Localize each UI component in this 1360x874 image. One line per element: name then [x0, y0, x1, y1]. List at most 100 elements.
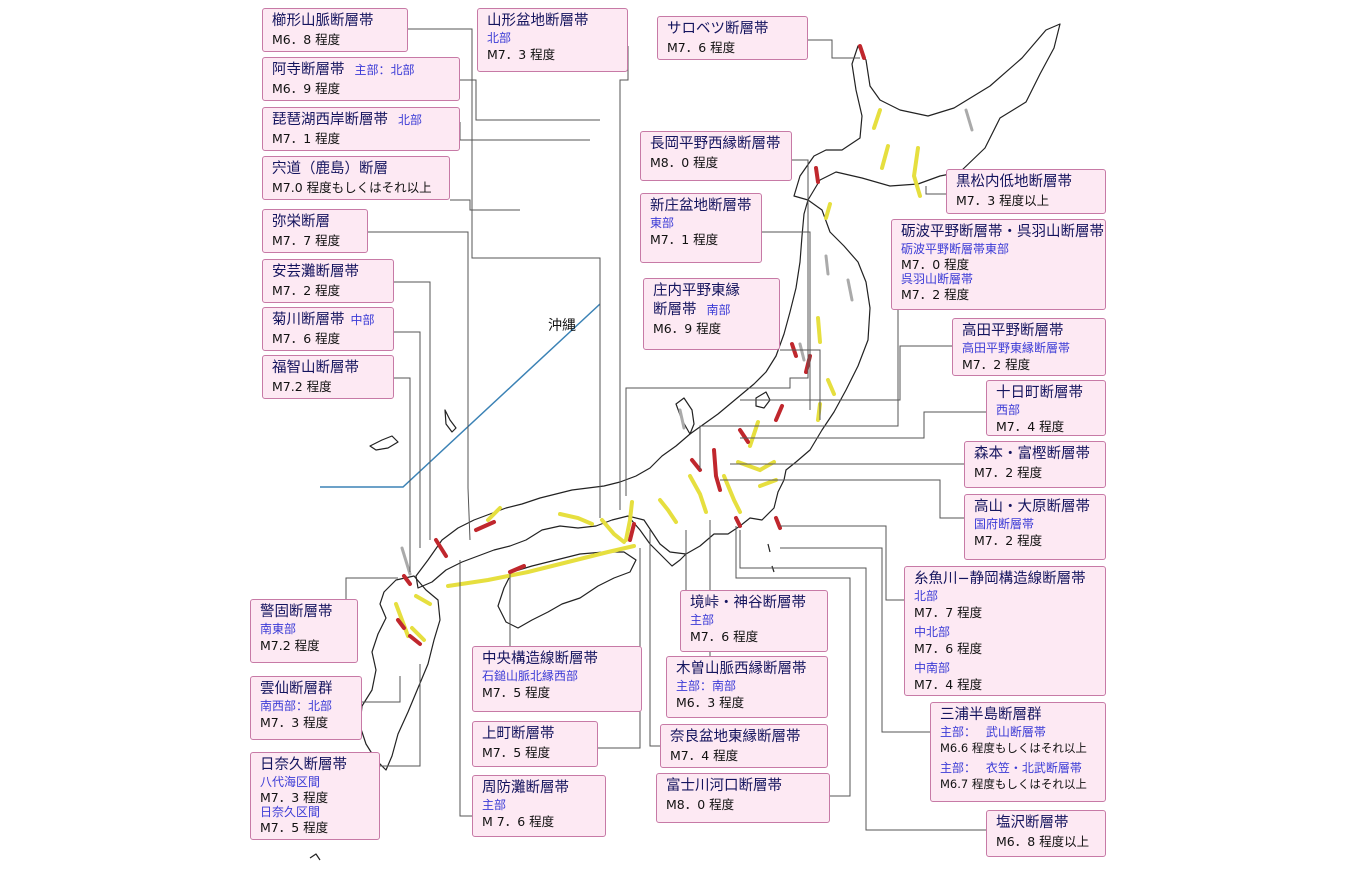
- shikoku-coast: [497, 551, 637, 629]
- fault-magnitude: M7．3 程度: [260, 715, 329, 730]
- fault-name: 上町断層帯: [482, 726, 555, 742]
- fault-section: 中南部: [914, 661, 951, 675]
- fault-box-akinada: 安芸灘断層帯 M7．2 程度: [262, 259, 394, 303]
- leader-b22: [720, 479, 964, 519]
- fault-box-fukuchiyama: 福智山断層帯 M7.2 程度: [262, 355, 394, 399]
- fault-section: 主部: [482, 798, 507, 812]
- fault-name: 高山・大原断層帯: [974, 499, 1090, 515]
- fault-magnitude: M7．3 程度: [487, 47, 556, 62]
- fault-magnitude: M7．5 程度: [482, 745, 551, 760]
- fault-high-miura: [774, 516, 782, 530]
- fault-name: 木曽山脈西縁断層帯: [676, 661, 807, 677]
- fault-section: 中北部: [914, 625, 951, 639]
- fault-box-fujikawa-kako: 富士川河口断層帯 M8．0 程度: [656, 773, 830, 823]
- fault-section: 北部: [487, 31, 512, 45]
- fault-magnitude: M8．0 程度: [650, 155, 719, 170]
- fault-high-suounada: [402, 574, 412, 586]
- fault-section: 呉羽山断層帯: [901, 272, 974, 286]
- fault-high-fujikawa: [734, 516, 742, 528]
- fault-magnitude: M7．5 程度: [482, 685, 551, 700]
- leader-b7: [394, 331, 421, 548]
- leader-b3: [459, 122, 590, 141]
- fault-name: 中央構造線断層帯: [482, 651, 598, 667]
- fault-section: 主部: [690, 613, 715, 627]
- fault-magnitude: M7.2 程度: [272, 379, 332, 394]
- fault-high-kuromatsunai: [814, 166, 820, 184]
- leader-b31: [649, 530, 660, 747]
- fault-name: 庄内平野東縁: [653, 283, 740, 299]
- fault-name: 警固断層帯: [260, 604, 333, 620]
- leader-b6: [394, 281, 431, 540]
- leader-b28: [459, 560, 472, 817]
- fault-high-itoigawa: [712, 448, 722, 492]
- fault-magnitude: M7．5 程度: [260, 820, 329, 835]
- fault-box-yasaka: 弥栄断層 M7．7 程度: [262, 209, 368, 253]
- fault-magnitude: M6.7 程度もしくはそれ以上: [940, 777, 1087, 791]
- leader-b2: [460, 79, 600, 121]
- fault-mid-20: [394, 602, 410, 638]
- fault-box-nara-bonchi: 奈良盆地東縁断層帯 M7．4 程度: [660, 724, 828, 768]
- leader-b14: [625, 159, 809, 496]
- fault-high-nagaoka: [774, 404, 784, 422]
- fault-name-cont: 断層帯: [653, 302, 697, 318]
- fault-magnitude: M7．2 程度: [974, 533, 1043, 548]
- fault-section: 高田平野東縁断層帯: [962, 341, 1071, 355]
- fault-magnitude: M7．3 程度以上: [956, 193, 1050, 208]
- fault-magnitude: M7．2 程度: [272, 283, 341, 298]
- fault-name: 糸魚川−静岡構造線断層帯: [914, 571, 1086, 587]
- fault-section: 南東部: [260, 622, 297, 636]
- fault-name: サロベツ断層帯: [667, 21, 769, 37]
- fault-low-4: [798, 342, 806, 362]
- fault-high-kikugawa: [434, 538, 448, 558]
- fault-section: 八代海区間: [260, 775, 321, 789]
- fault-section: 西部: [996, 403, 1021, 417]
- fault-section: 主部：北部: [354, 63, 415, 77]
- fault-magnitude: M 7．6 程度: [482, 814, 555, 829]
- fault-box-tokamachi: 十日町断層帯 西部 M7．4 程度: [986, 380, 1106, 436]
- fault-box-suonada: 周防灘断層帯 主部 M 7．6 程度: [472, 775, 606, 837]
- fault-name: 菊川断層帯: [272, 312, 345, 328]
- fault-section: 主部：: [940, 725, 977, 739]
- fault-section: 主部：: [940, 761, 977, 775]
- fault-mid-19: [414, 594, 432, 606]
- fault-name: 琵琶湖西岸断層帯: [272, 112, 388, 128]
- fault-magnitude: M6．8 程度以上: [996, 834, 1090, 849]
- fault-section: 日奈久区間: [260, 805, 321, 819]
- fault-magnitude: M7．0 程度: [901, 257, 970, 272]
- fault-magnitude: M7．6 程度: [690, 629, 759, 644]
- fault-mid-2: [911, 146, 922, 198]
- fault-magnitude: M7．1 程度: [650, 232, 719, 247]
- fault-section: 北部: [398, 113, 423, 127]
- fault-mid-14: [624, 500, 634, 542]
- fault-subname: 衣笠・北武断層帯: [985, 761, 1082, 775]
- fault-box-sakaitoge-kamiya: 境峠・神谷断層帯 主部 M7．6 程度: [680, 590, 828, 652]
- fault-magnitude: M7.0 程度もしくはそれ以上: [272, 180, 432, 195]
- fault-mid-15: [600, 518, 626, 544]
- fault-mid-21: [410, 626, 426, 642]
- fault-name: 境峠・神谷断層帯: [690, 595, 806, 611]
- fault-box-hinagu: 日奈久断層帯 八代海区間 M7．3 程度 日奈久区間 M7．5 程度: [250, 752, 380, 840]
- fault-mid-18: [486, 506, 502, 522]
- fault-name: 宍道（鹿島）断層: [272, 161, 388, 177]
- leader-b17: [925, 186, 946, 195]
- fault-box-morimoto-togashi: 森本・富樫断層帯 M7．2 程度: [964, 441, 1106, 488]
- fault-mid-4: [824, 202, 832, 220]
- fault-name: 周防灘断層帯: [482, 780, 569, 796]
- fault-low-6: [678, 408, 686, 430]
- fault-name: 長岡平野西縁断層帯: [650, 136, 781, 152]
- fault-magnitude: M7．4 程度: [670, 748, 739, 763]
- leader-b12: [619, 46, 629, 510]
- fault-magnitude: M7．3 程度: [260, 790, 329, 805]
- fault-mid-12: [688, 474, 708, 514]
- fault-magnitude: M7．7 程度: [914, 605, 983, 620]
- fault-magnitude: M7．7 程度: [272, 233, 341, 248]
- fault-section: 国府断層帯: [974, 517, 1035, 531]
- fault-box-itoigawa-shizuoka: 糸魚川−静岡構造線断層帯 北部 M7．7 程度 中北部 M7．6 程度 中南部 …: [904, 566, 1106, 696]
- fault-box-shinji: 宍道（鹿島）断層 M7.0 程度もしくはそれ以上: [262, 156, 450, 200]
- fault-section: 主部：南部: [676, 679, 737, 693]
- fault-magnitude: M6.6 程度もしくはそれ以上: [940, 741, 1087, 755]
- fault-name: 高田平野断層帯: [962, 323, 1064, 339]
- fault-mid-9: [736, 460, 776, 473]
- fault-box-shonai: 庄内平野東縁 断層帯南部 M6．9 程度: [643, 278, 780, 350]
- fault-magnitude: M7．2 程度: [901, 287, 970, 302]
